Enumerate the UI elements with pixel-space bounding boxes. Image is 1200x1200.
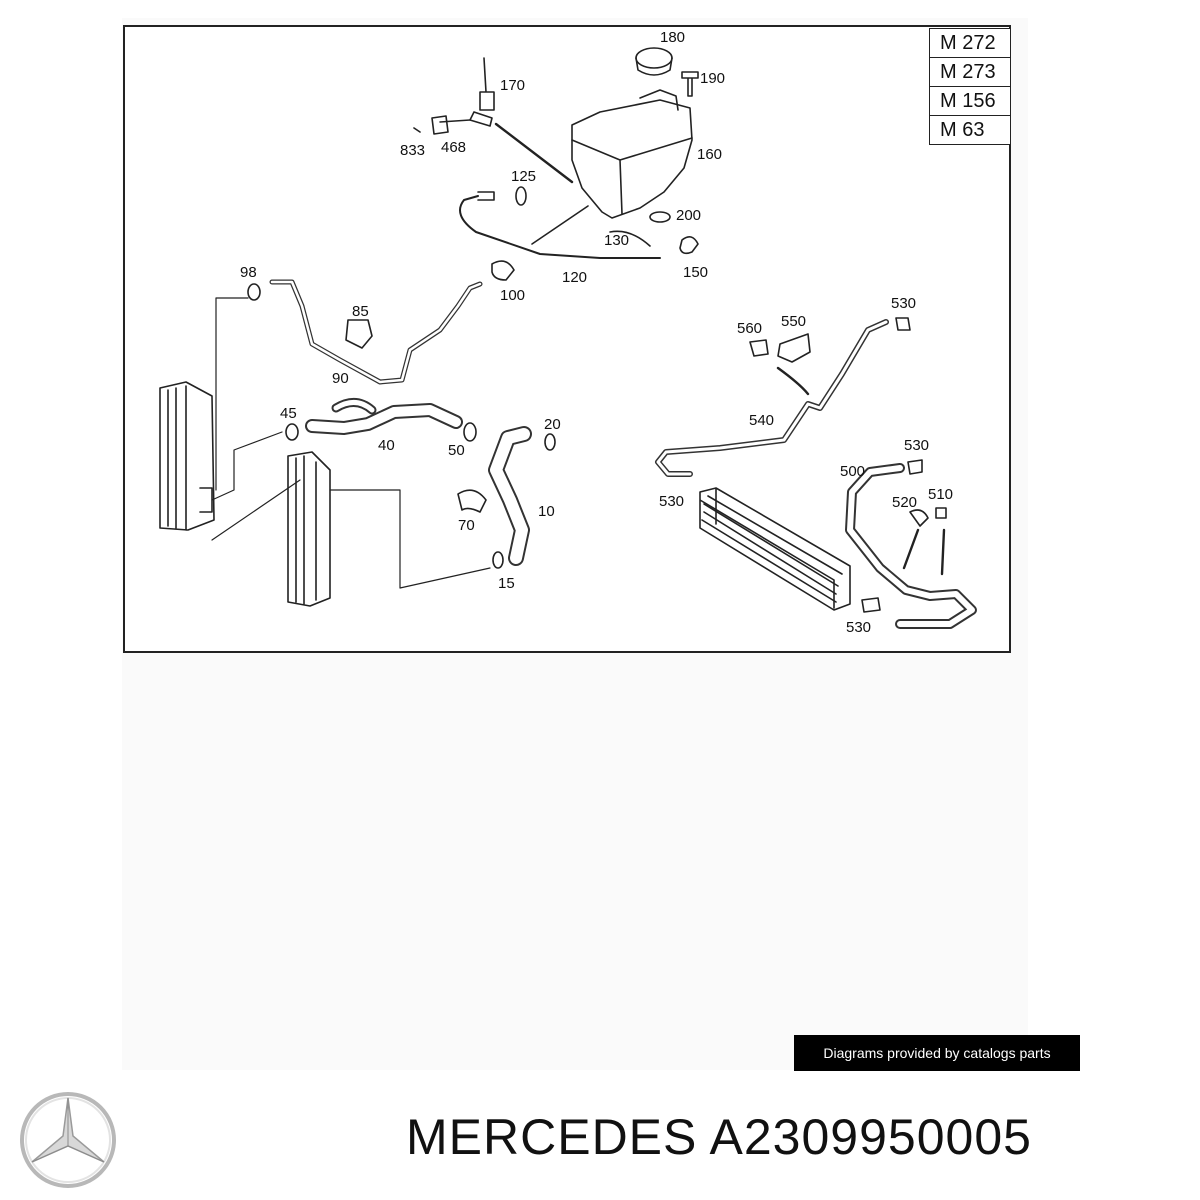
engine-table: M 272 M 273 M 156 M 63 — [929, 28, 1011, 145]
clamp — [907, 459, 923, 475]
callout-530: 530 — [904, 437, 929, 454]
callout-468: 468 — [441, 139, 466, 156]
callout-833: 833 — [400, 142, 425, 159]
radiator — [159, 381, 215, 531]
o-ring — [285, 423, 299, 441]
o-ring — [544, 433, 556, 451]
callout-180: 180 — [660, 29, 685, 46]
callout-70: 70 — [458, 517, 475, 534]
o-ring — [463, 422, 477, 442]
engine-code: M 156 — [929, 86, 1011, 116]
callout-85: 85 — [352, 303, 369, 320]
callout-130: 130 — [604, 232, 629, 249]
callout-190: 190 — [700, 70, 725, 87]
part-title: MERCEDES A2309950005 — [406, 1108, 1032, 1166]
clamp — [491, 260, 515, 281]
callout-50: 50 — [448, 442, 465, 459]
credit-banner: Diagrams provided by catalogs parts — [794, 1035, 1080, 1071]
clamp — [457, 489, 487, 513]
expansion-tank — [571, 99, 693, 219]
bolt — [681, 71, 699, 97]
engine-code: M 273 — [929, 57, 1011, 87]
callout-90: 90 — [332, 370, 349, 387]
clamp — [909, 509, 929, 527]
mercedes-star-icon — [20, 1092, 116, 1188]
callout-530: 530 — [846, 619, 871, 636]
callout-510: 510 — [928, 486, 953, 503]
callout-120: 120 — [562, 269, 587, 286]
callout-98: 98 — [240, 264, 257, 281]
vent-hose — [459, 195, 661, 259]
part-number: A2309950005 — [709, 1109, 1032, 1165]
callout-100: 100 — [500, 287, 525, 304]
coolant-pipe — [269, 279, 483, 385]
level-sensor — [469, 57, 495, 127]
callout-530: 530 — [891, 295, 916, 312]
intercooler — [699, 487, 851, 611]
callout-10: 10 — [538, 503, 555, 520]
engine-code: M 63 — [929, 115, 1011, 145]
radiator — [287, 451, 331, 607]
engine-code: M 272 — [929, 28, 1011, 58]
callout-550: 550 — [781, 313, 806, 330]
callout-15: 15 — [498, 575, 515, 592]
brand-name: MERCEDES — [406, 1109, 698, 1165]
clamp — [861, 597, 881, 613]
clip — [749, 339, 769, 357]
callout-540: 540 — [749, 412, 774, 429]
tank-cap — [635, 47, 673, 69]
callout-500: 500 — [840, 463, 865, 480]
callout-45: 45 — [280, 405, 297, 422]
bracket — [345, 319, 373, 349]
clamp — [679, 236, 699, 255]
callout-200: 200 — [676, 207, 701, 224]
o-ring — [515, 186, 527, 206]
grommet — [649, 211, 671, 223]
callout-530: 530 — [659, 493, 684, 510]
callout-125: 125 — [511, 168, 536, 185]
callout-520: 520 — [892, 494, 917, 511]
callout-150: 150 — [683, 264, 708, 281]
o-ring — [492, 551, 504, 569]
callout-160: 160 — [697, 146, 722, 163]
callout-560: 560 — [737, 320, 762, 337]
callout-40: 40 — [378, 437, 395, 454]
callout-20: 20 — [544, 416, 561, 433]
callout-170: 170 — [500, 77, 525, 94]
o-ring — [247, 283, 261, 301]
bracket — [777, 333, 811, 363]
clamp — [935, 507, 947, 519]
clamp — [895, 317, 911, 331]
